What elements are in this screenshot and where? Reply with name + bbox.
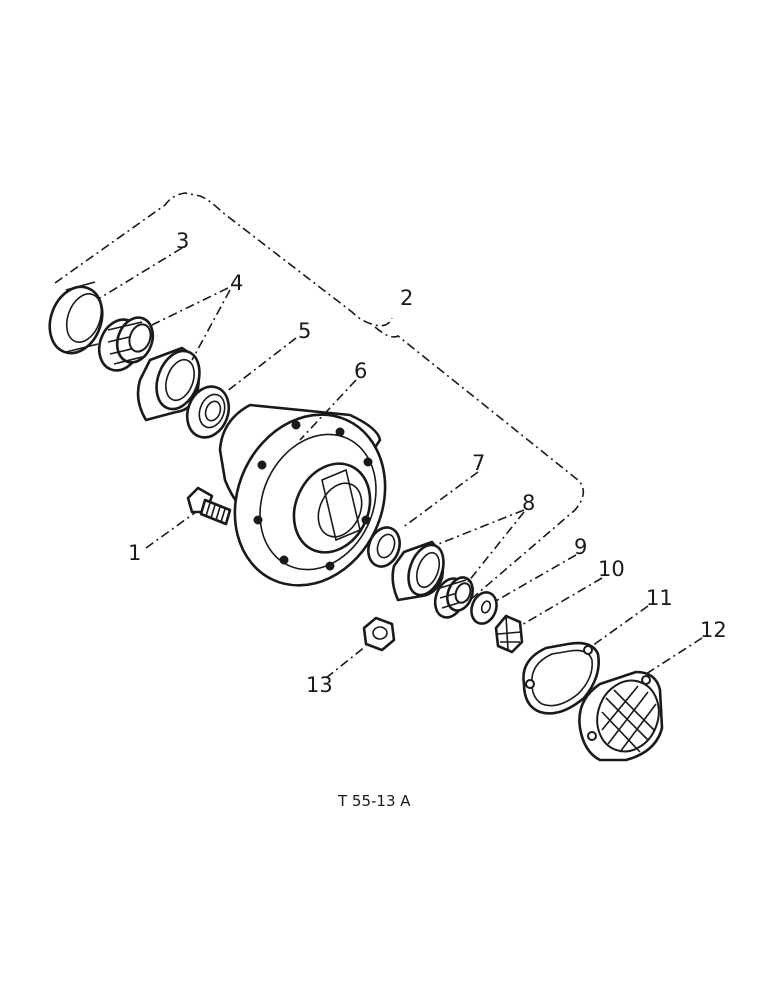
figure-reference-code: T 55-13 A: [337, 792, 411, 810]
part-7-oil-seal: [367, 526, 401, 568]
part-5-oil-seal: [185, 385, 231, 439]
callout-12: 12: [700, 618, 727, 642]
part-1-wheel-stud: [186, 486, 232, 526]
callout-11: 11: [646, 586, 673, 610]
callout-6: 6: [354, 359, 367, 383]
callout-9: 9: [574, 535, 587, 559]
part-4-tapered-bearing-cone: [97, 316, 155, 372]
callout-labels: 1 2 3 4 5 6 7 8 9 10 11 12 13: [128, 229, 727, 697]
part-8-bearing-cup: [391, 540, 445, 602]
part-11-gasket: [522, 641, 600, 715]
callout-2: 2: [400, 286, 413, 310]
callout-5: 5: [298, 319, 311, 343]
part-12-hub-cap: [578, 670, 664, 762]
part-9-washer: [470, 591, 498, 625]
hub-stud-holes: [253, 420, 373, 571]
part-13-wheel-nut: [362, 616, 396, 652]
part-4-bearing-cup: [136, 346, 201, 422]
part-8-tapered-bearing-cone: [433, 576, 474, 619]
callout-10: 10: [598, 557, 625, 581]
leader-lines: [99, 247, 703, 679]
callout-7: 7: [472, 451, 485, 475]
part-6-hub: [218, 403, 387, 587]
callout-1: 1: [128, 541, 141, 565]
part-3-bearing-cup: [48, 281, 104, 355]
callout-3: 3: [176, 229, 189, 253]
part-10-castle-nut: [494, 614, 524, 654]
callout-13: 13: [306, 673, 333, 697]
callout-4: 4: [230, 271, 243, 295]
callout-8: 8: [522, 491, 535, 515]
